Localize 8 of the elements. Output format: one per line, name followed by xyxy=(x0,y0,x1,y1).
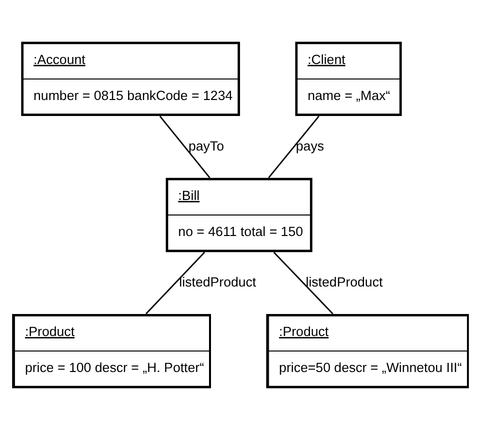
connector xyxy=(159,116,210,178)
connector xyxy=(273,252,334,314)
connector xyxy=(268,116,320,178)
edge-label: payTo xyxy=(188,138,224,154)
connector xyxy=(146,252,206,314)
edge-label: pays xyxy=(296,138,324,154)
edge-label: listedProduct xyxy=(179,274,256,290)
edge-label: listedProduct xyxy=(306,274,383,290)
